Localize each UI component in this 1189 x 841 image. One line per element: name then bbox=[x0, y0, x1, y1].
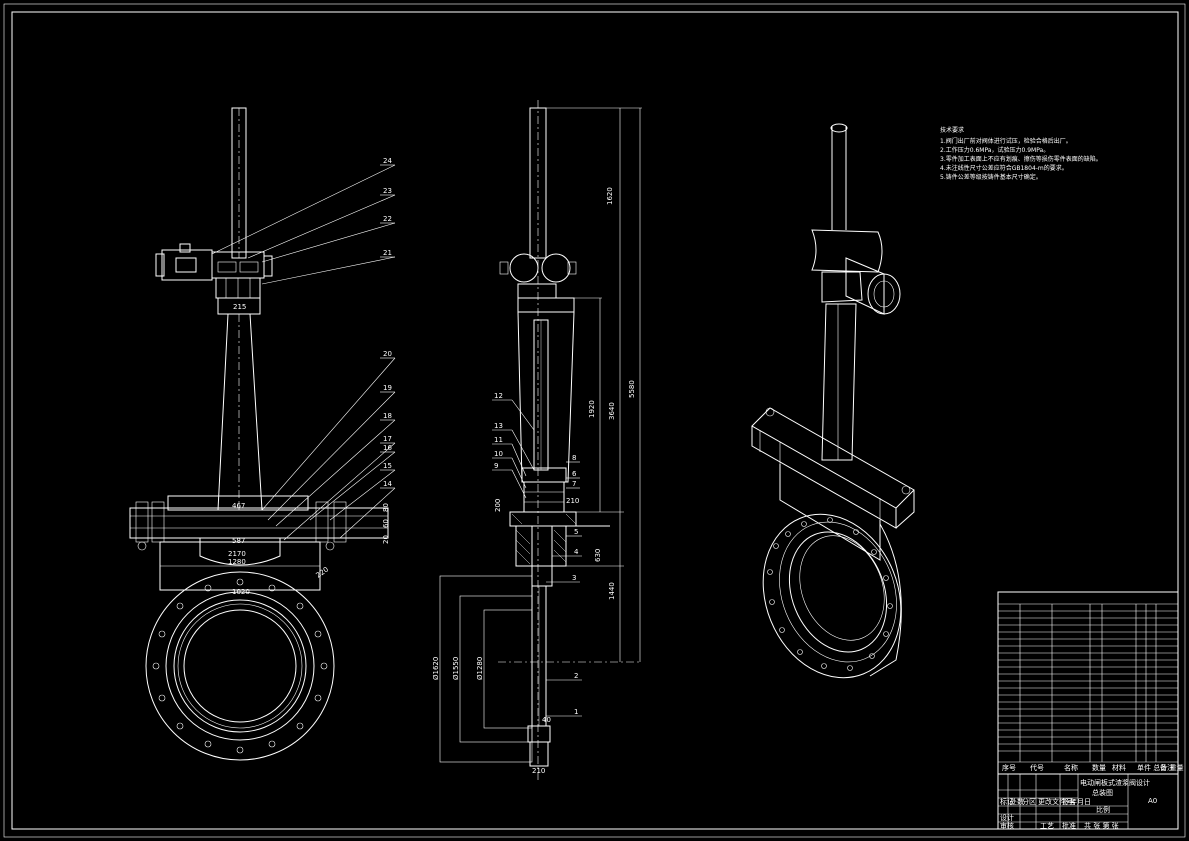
balloon-12: 12 bbox=[494, 392, 503, 400]
sign-label-sign: 签名 bbox=[1062, 797, 1076, 806]
note-2: 2.工作压力0.6MPa，试验压力0.9MPa。 bbox=[940, 146, 1049, 154]
dim-sec-1620: 1620 bbox=[606, 187, 614, 205]
note-4: 4.未注线性尺寸公差应符合GB1804-m的要求。 bbox=[940, 164, 1068, 172]
notes-heading: 技术要求 bbox=[940, 126, 964, 134]
dim-sec-630: 630 bbox=[594, 549, 602, 562]
balloon-1: 1 bbox=[574, 708, 578, 716]
dim-front-467: 467 bbox=[232, 502, 245, 510]
title-block: 序号 代号 名称 数量 材料 单件 总计 重量 备注 电动闸板式渣浆阀设计 总装… bbox=[997, 591, 1183, 830]
dim-sec-210: 210 bbox=[566, 497, 579, 505]
balloon-23: 23 bbox=[383, 187, 392, 195]
flange-outer bbox=[145, 571, 335, 761]
dim-sec-1920: 1920 bbox=[588, 400, 596, 418]
sign-label-mark: 标记 bbox=[1000, 797, 1014, 806]
technical-notes: 技术要求 1.阀门出厂前对阀体进行试压，检验合格后出厂。 2.工作压力0.6MP… bbox=[940, 126, 1102, 181]
dim-front-60: 60 bbox=[382, 519, 390, 528]
bom-header-code: 代号 bbox=[1030, 763, 1044, 772]
drawing-title: 电动闸板式渣浆阀设计 bbox=[1080, 778, 1150, 787]
balloon-20: 20 bbox=[383, 350, 392, 358]
balloon-7: 7 bbox=[572, 480, 576, 488]
bom-rows bbox=[998, 603, 1178, 763]
note-5: 5.铸件公差等级按铸件基本尺寸确定。 bbox=[940, 173, 1042, 181]
yoke bbox=[217, 313, 263, 511]
sign-label-date: 年月日 bbox=[1070, 797, 1091, 806]
balloon-13: 13 bbox=[494, 422, 503, 430]
dim-front-1020: 1020 bbox=[232, 588, 250, 596]
balloon-2: 2 bbox=[574, 672, 578, 680]
footer-review: 审核 bbox=[1000, 821, 1014, 830]
iso-bolt-holes bbox=[767, 517, 893, 671]
dim-sec-40: 40 bbox=[542, 716, 551, 724]
balloon-17: 17 bbox=[383, 435, 392, 443]
footer-approve: 批准 bbox=[1062, 821, 1076, 830]
bom-header-weight: 单件 总计 重量 bbox=[1137, 763, 1183, 772]
iso-flange bbox=[762, 513, 902, 679]
balloon-24: 24 bbox=[383, 157, 392, 165]
dim-front-1280: 1280 bbox=[228, 558, 246, 566]
sign-label-change: 更改文件号 bbox=[1038, 797, 1073, 806]
dim-sec-200: 200 bbox=[494, 499, 502, 512]
dim-front-587: 587 bbox=[232, 537, 245, 545]
balloon-15: 15 bbox=[383, 462, 392, 470]
outer-border bbox=[3, 3, 1186, 838]
dim-front-2170: 2170 bbox=[228, 550, 246, 558]
balloon-18: 18 bbox=[383, 412, 392, 420]
balloon-9: 9 bbox=[494, 462, 498, 470]
front-view: 215 467 587 2170 1280 220 1020 bbox=[129, 107, 396, 761]
gearbox bbox=[211, 251, 265, 279]
sheet-count-label: 共 张 第 张 bbox=[1084, 821, 1119, 830]
balloon-4: 4 bbox=[574, 548, 579, 556]
dim-front-215: 215 bbox=[233, 303, 246, 311]
balloon-6: 6 bbox=[572, 470, 577, 478]
balloon-21: 21 bbox=[383, 249, 392, 257]
balloon-5: 5 bbox=[574, 528, 578, 536]
packing-flange bbox=[129, 507, 389, 539]
balloon-19: 19 bbox=[383, 384, 392, 392]
drawing-subtitle: 总装图 bbox=[1092, 788, 1113, 797]
sign-label-zone: 分区 bbox=[1022, 797, 1036, 806]
footer-design: 设计 bbox=[1000, 813, 1014, 822]
dim-sec-5580: 5580 bbox=[628, 380, 636, 398]
balloon-22: 22 bbox=[383, 215, 392, 223]
note-3: 3.零件加工表面上不应有划痕、擦伤等损伤零件表面的缺陷。 bbox=[940, 155, 1102, 163]
dim-sec-1440: 1440 bbox=[608, 582, 616, 600]
bom-header-qty: 数量 bbox=[1092, 763, 1106, 772]
balloon-8: 8 bbox=[572, 454, 576, 462]
sheet-code: A0 bbox=[1148, 797, 1157, 805]
bom-header-remark: 备注 bbox=[1160, 763, 1174, 772]
dim-front-220: 220 bbox=[315, 565, 331, 579]
note-1: 1.阀门出厂前对阀体进行试压，检验合格后出厂。 bbox=[940, 137, 1072, 145]
balloon-16: 16 bbox=[383, 444, 392, 452]
footer-process: 工艺 bbox=[1040, 822, 1054, 830]
section-view: 1620 3640 1920 5580 1440 630 Ø1620 Ø1550… bbox=[432, 100, 642, 780]
balloon-3: 3 bbox=[572, 574, 576, 582]
bom-header-material: 材料 bbox=[1112, 763, 1126, 772]
isometric-view bbox=[751, 123, 915, 679]
dim-sec-d1620: Ø1620 bbox=[432, 657, 440, 680]
front-leaders: 24 23 22 21 20 19 18 17 16 15 14 bbox=[211, 157, 396, 541]
scale-label: 比例 bbox=[1096, 805, 1110, 814]
sign-label-count: 处数 bbox=[1010, 797, 1024, 806]
bom-header-name: 名称 bbox=[1064, 763, 1078, 772]
balloon-10: 10 bbox=[494, 450, 503, 458]
balloon-11: 11 bbox=[494, 436, 503, 444]
dim-sec-3640: 3640 bbox=[608, 402, 616, 420]
flange-bolt-holes bbox=[152, 578, 328, 754]
dim-sec-d1280: Ø1280 bbox=[476, 657, 484, 680]
dim-front-80: 80 bbox=[382, 503, 390, 512]
bom-header-no: 序号 bbox=[1002, 763, 1016, 772]
balloon-14: 14 bbox=[383, 480, 392, 488]
motor bbox=[161, 249, 213, 281]
section-leaders: 12 13 11 10 9 8 6 7 5 4 3 2 1 bbox=[492, 392, 582, 717]
dim-sec-210-bottom: 210 bbox=[532, 767, 545, 775]
inner-border bbox=[11, 11, 1179, 830]
dim-front-20: 20 bbox=[382, 535, 390, 544]
dim-sec-d1550: Ø1550 bbox=[452, 657, 460, 680]
